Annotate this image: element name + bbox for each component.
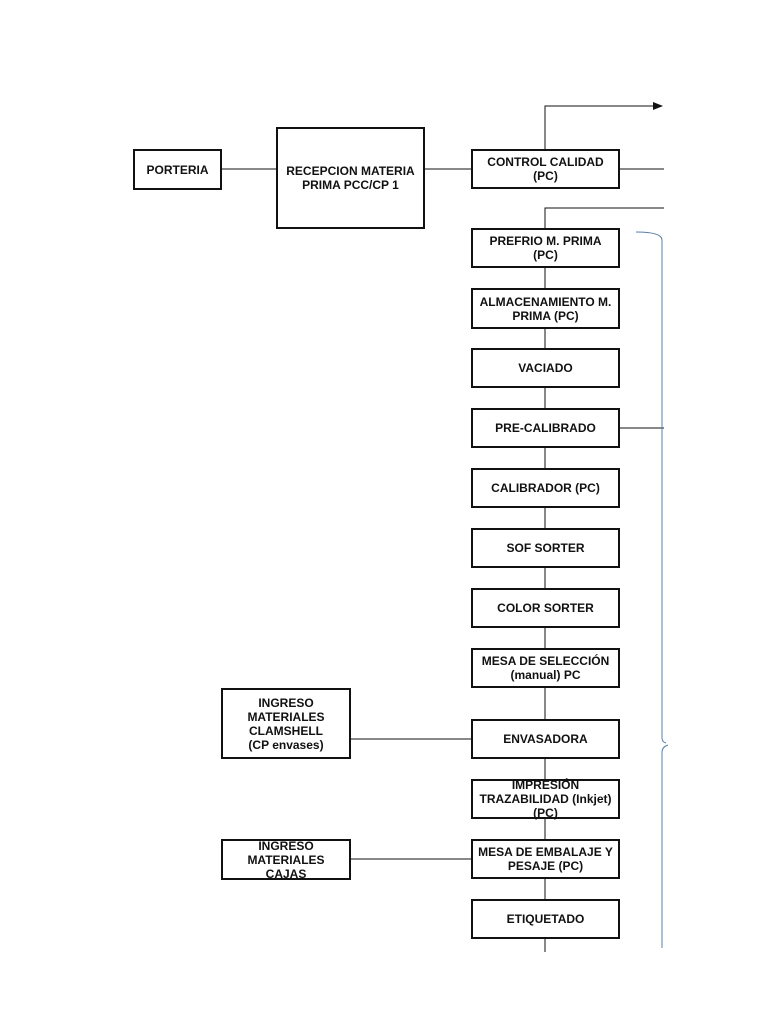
- node-impresion-trazabilidad: IMPRESIÓN TRAZABILIDAD (Inkjet) (PC): [471, 778, 620, 820]
- node-ingreso-cajas: INGRESO MATERIALES CAJAS: [221, 839, 351, 881]
- bracket-upper: [635, 231, 667, 744]
- node-mesa-embalaje: MESA DE EMBALAJE Y PESAJE (PC): [471, 839, 620, 879]
- bracket-lower: [661, 744, 669, 948]
- line-return-to-chain: [544, 207, 664, 228]
- node-etiquetado: ETIQUETADO: [471, 899, 620, 939]
- node-prefrio: PREFRIO M. PRIMA (PC): [471, 228, 620, 268]
- node-porteria: PORTERIA: [133, 149, 222, 190]
- node-calibrador: CALIBRADOR (PC): [471, 468, 620, 508]
- node-pre-calibrado: PRE-CALIBRADO: [471, 408, 620, 448]
- node-sof-sorter: SOF SORTER: [471, 528, 620, 568]
- node-control-calidad: CONTROL CALIDAD (PC): [471, 149, 620, 189]
- node-mesa-seleccion: MESA DE SELECCIÓN (manual) PC: [471, 648, 620, 688]
- arrow-top-exit: [544, 102, 663, 150]
- node-color-sorter: COLOR SORTER: [471, 588, 620, 628]
- node-vaciado: VACIADO: [471, 348, 620, 388]
- node-recepcion-materia-prima: RECEPCION MATERIA PRIMA PCC/CP 1: [276, 127, 425, 229]
- node-almacenamiento: ALMACENAMIENTO M. PRIMA (PC): [471, 288, 620, 329]
- node-ingreso-clamshell: INGRESO MATERIALES CLAMSHELL (CP envases…: [221, 688, 351, 759]
- node-envasadora: ENVASADORA: [471, 719, 620, 759]
